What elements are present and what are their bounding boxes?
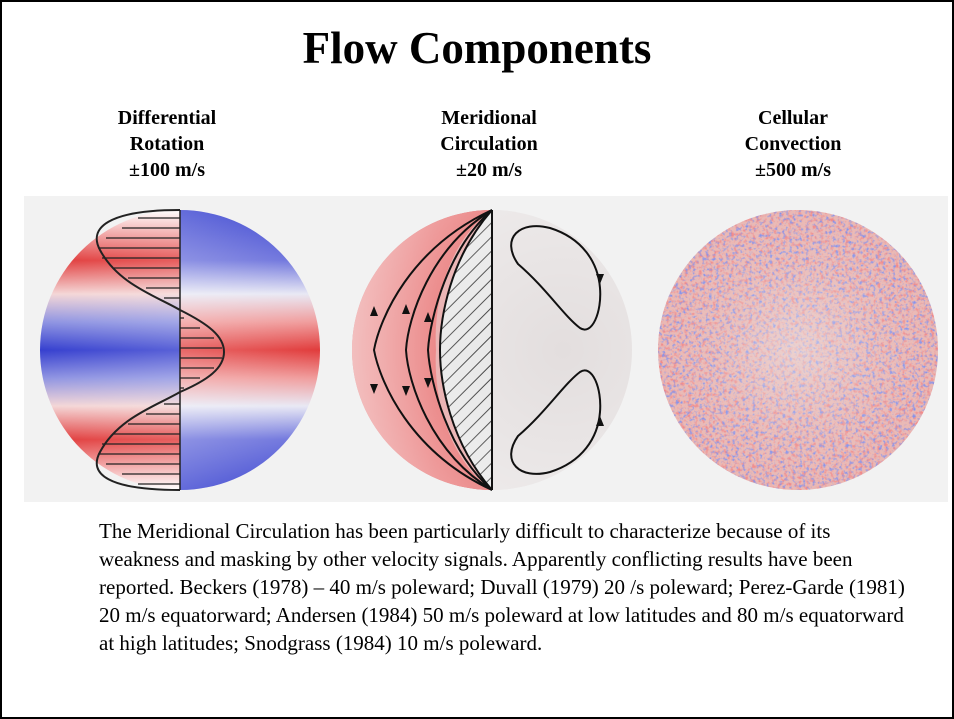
panel-title-line: Meridional — [441, 107, 537, 129]
panel-title-line: Rotation — [129, 133, 205, 155]
panel-title-line: Circulation — [440, 133, 538, 155]
caption-paragraph: The Meridional Circulation has been part… — [99, 519, 905, 655]
panel-title-speed: ±20 m/s — [456, 159, 522, 181]
cellular-convection-figure — [658, 210, 938, 490]
differential-rotation-figure — [40, 209, 320, 491]
slide-title: Flow Components — [302, 23, 652, 73]
panel-title-line: Cellular — [758, 107, 828, 129]
meridional-circulation-figure — [352, 209, 632, 491]
panel-title-cellular-convection: Cellular Convection ±500 m/s — [688, 105, 898, 183]
panel-title-line: Convection — [744, 133, 842, 155]
panel-title-speed: ±100 m/s — [129, 159, 205, 181]
panel-title-differential-rotation: Differential Rotation ±100 m/s — [62, 105, 272, 183]
panel-title-line: Differential — [117, 107, 217, 129]
panel-title-meridional-circulation: Meridional Circulation ±20 m/s — [384, 105, 594, 183]
panel-title-speed: ±500 m/s — [755, 159, 831, 181]
